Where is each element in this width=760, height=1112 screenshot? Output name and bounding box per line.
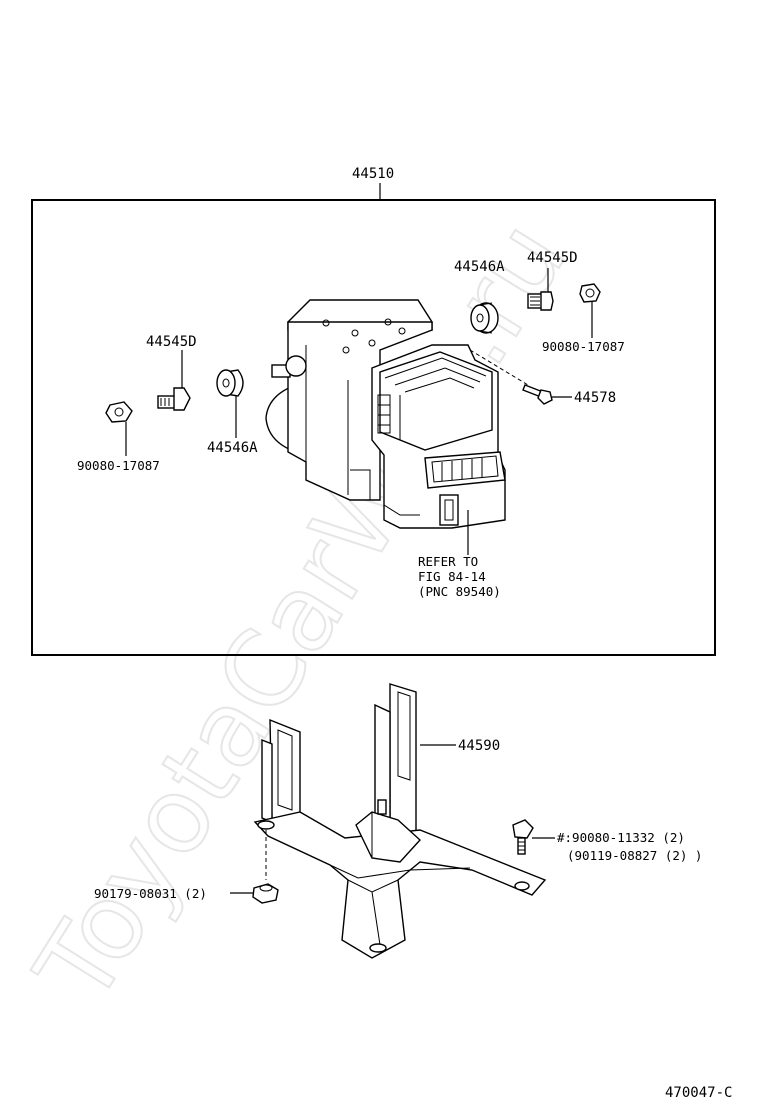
stud-right [527, 291, 554, 311]
label-bracket-bolt-1: #:90080-11332 (2) [557, 830, 685, 845]
abs-actuator [265, 299, 506, 529]
stud-left [157, 387, 191, 411]
nut-right [579, 283, 601, 303]
label-90080-17087-right: 90080-17087 [542, 339, 625, 354]
label-44546A-left: 44546A [207, 440, 258, 456]
assembly-frame [31, 199, 716, 656]
bracket-44590 [253, 683, 547, 959]
label-44510: 44510 [352, 166, 394, 182]
grommet-right [470, 302, 499, 334]
label-44590: 44590 [458, 738, 500, 754]
refer-line-3: (PNC 89540) [418, 584, 501, 599]
figure-code: 470047-C [665, 1085, 732, 1101]
refer-line-1: REFER TO [418, 554, 478, 569]
label-44545D-right: 44545D [527, 250, 578, 266]
bracket-bolt [512, 819, 534, 855]
bolt-44578 [522, 384, 553, 405]
label-44578: 44578 [574, 390, 616, 406]
nut-left [105, 401, 133, 423]
bolt-dash-line [469, 349, 529, 386]
grommet-left [216, 369, 244, 397]
label-44545D-left: 44545D [146, 334, 197, 350]
label-bracket-bolt-2: (90119-08827 (2) ) [567, 848, 702, 863]
bottom-nut [252, 883, 279, 904]
label-44546A-right: 44546A [454, 259, 505, 275]
label-bottom-nut: 90179-08031 (2) [94, 886, 207, 901]
refer-line-2: FIG 84-14 [418, 569, 486, 584]
label-90080-17087-left: 90080-17087 [77, 458, 160, 473]
